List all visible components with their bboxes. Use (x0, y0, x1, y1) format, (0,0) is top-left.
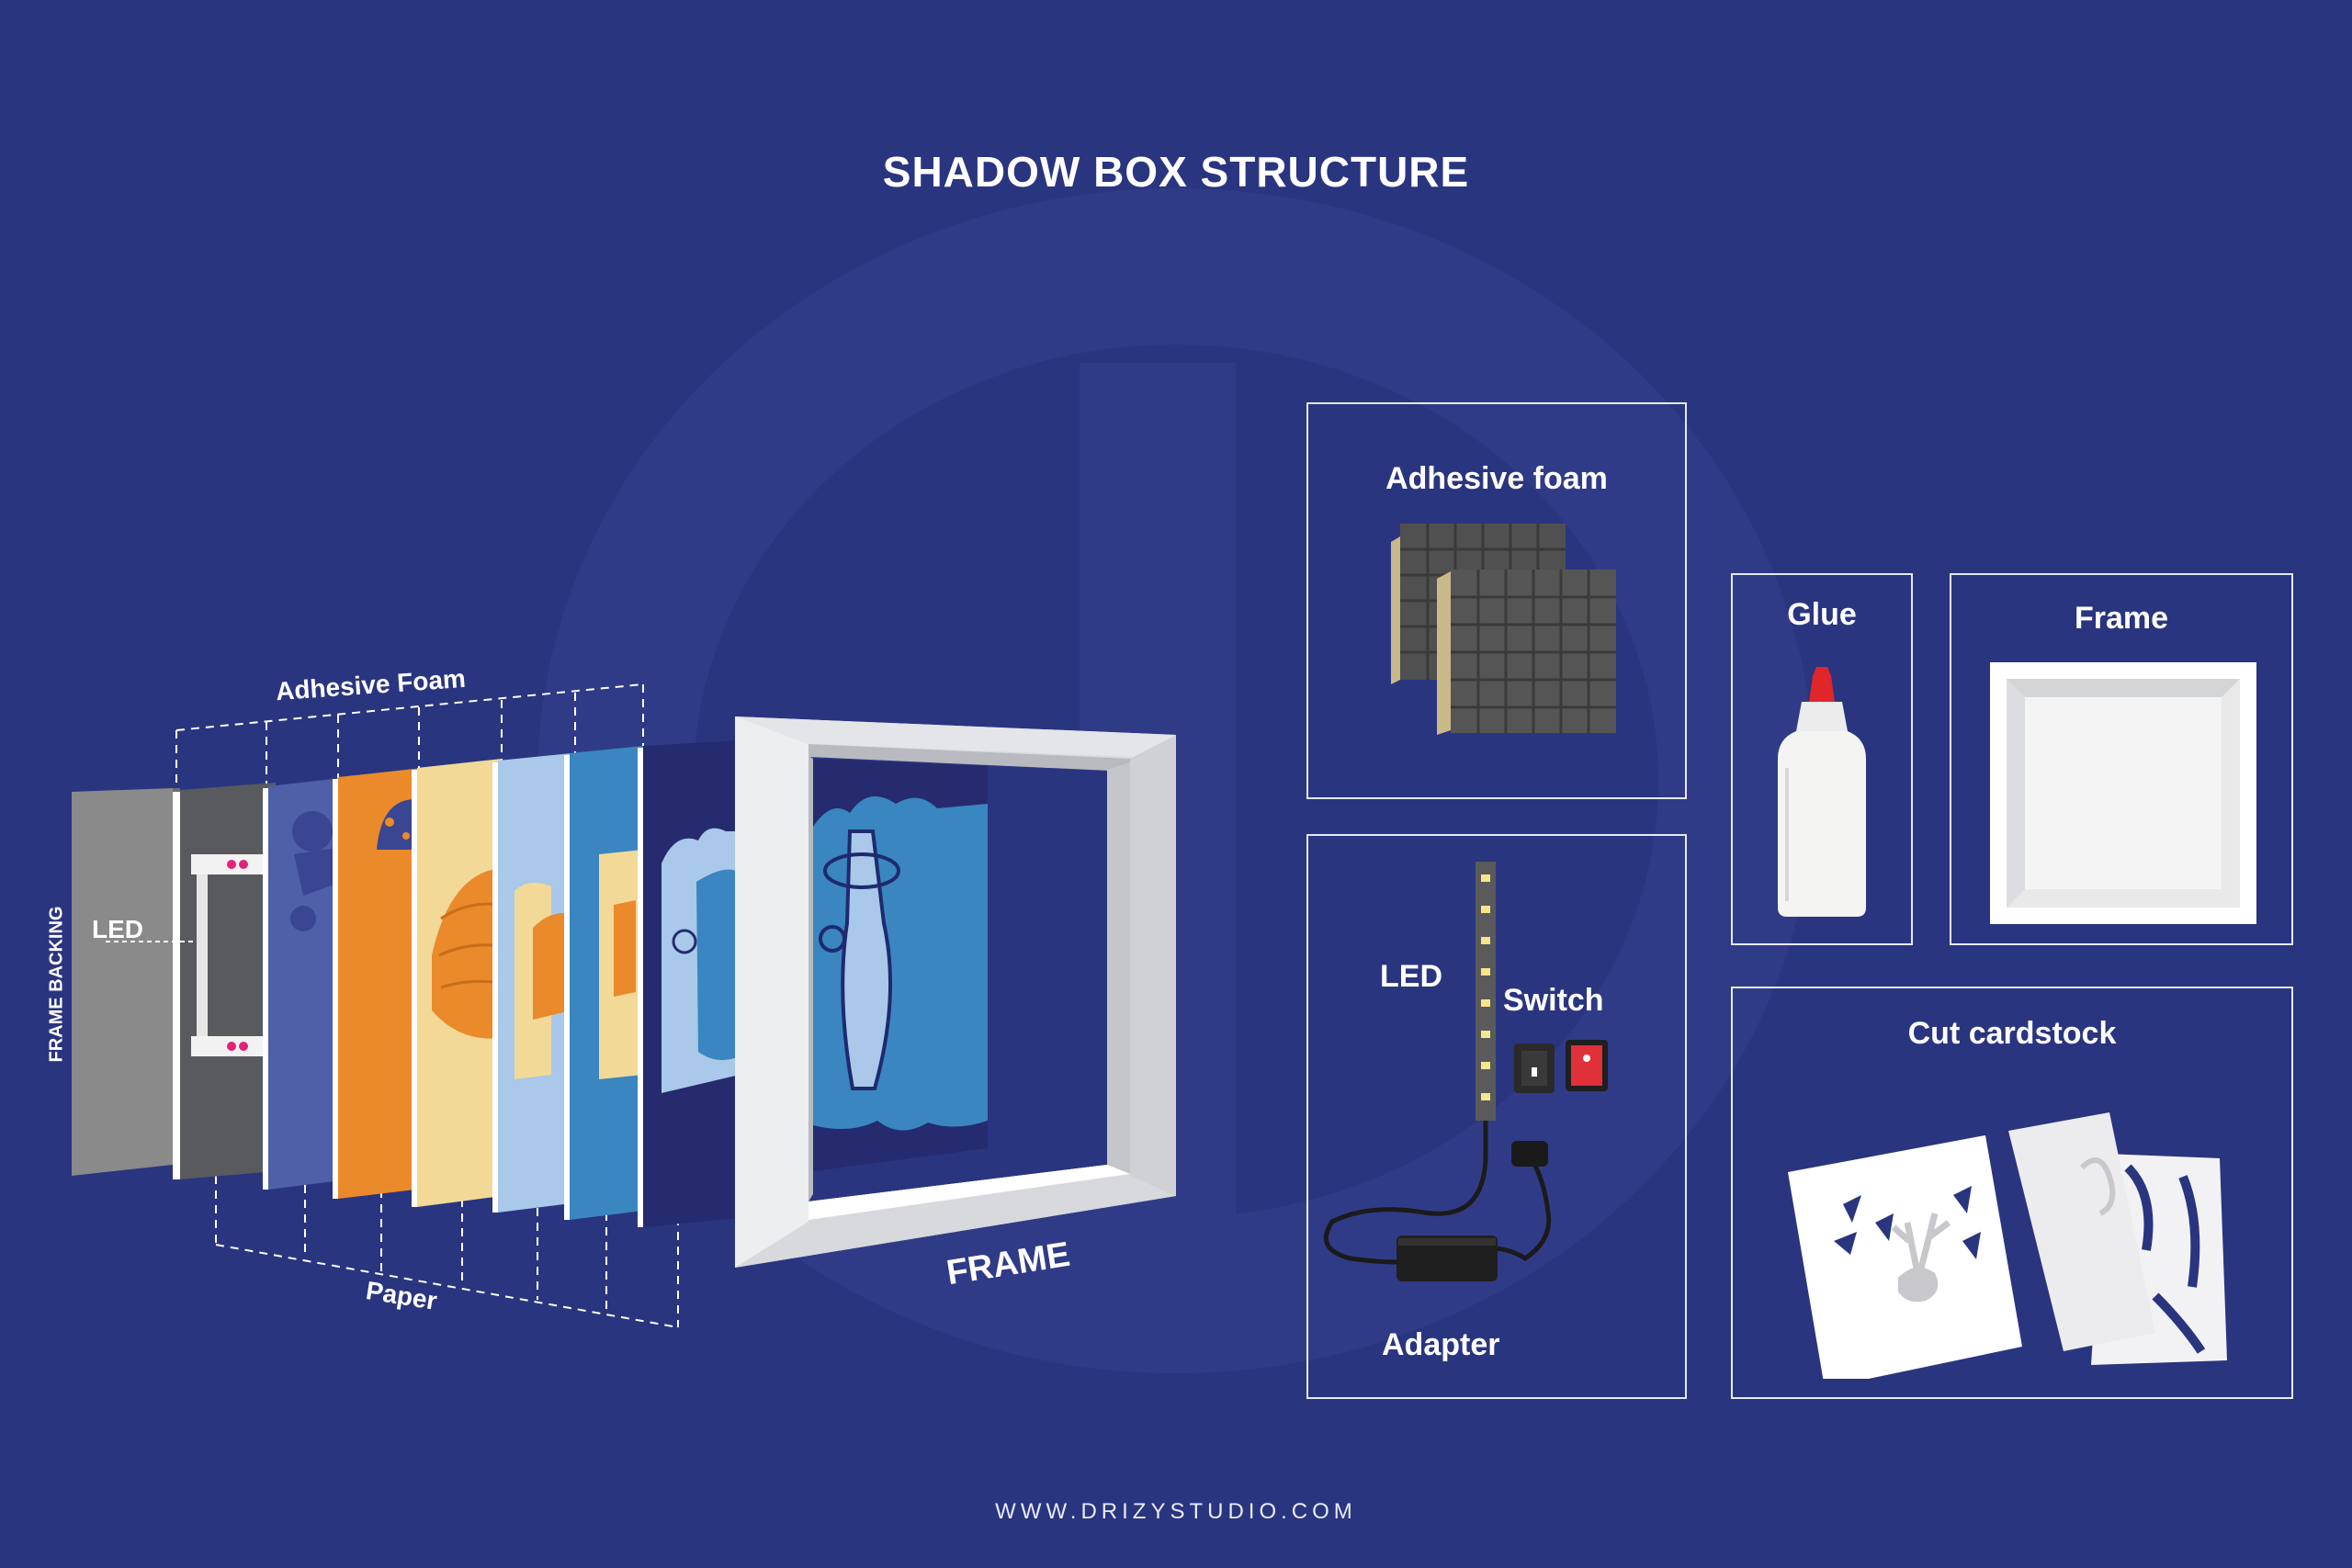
led-diagram-label: LED (92, 915, 143, 943)
glue-bottle-icon (1778, 667, 1866, 917)
paper-layer-4 (492, 753, 571, 1213)
frame-panel: Frame (1950, 573, 2293, 945)
page-title: SHADOW BOX STRUCTURE (882, 148, 1470, 196)
paper-layer-1 (263, 777, 349, 1190)
switch-icon (1514, 1040, 1608, 1093)
led-layer (173, 783, 276, 1179)
paper-layer-2 (333, 768, 423, 1199)
cut-cardstock-icon (1788, 1112, 2227, 1379)
cut-cardstock-panel-title: Cut cardstock (1907, 1016, 2117, 1051)
paper-layer-6 (638, 740, 740, 1227)
led-strip-icon (1476, 862, 1496, 1137)
frame-panel-title: Frame (2074, 601, 2169, 636)
frame-inner-art (813, 759, 988, 1171)
adhesive-foam-panel: Adhesive foam (1306, 402, 1687, 799)
exploded-layer-diagram (72, 683, 1176, 1328)
electronics-panel: LED Switch Adapter (1306, 834, 1687, 1399)
adapter-component-label: Adapter (1382, 1327, 1500, 1362)
led-component-label: LED (1380, 959, 1442, 994)
frame-border (735, 716, 1176, 1268)
frame-backing-label: FRAME BACKING (46, 906, 67, 1063)
paper-layer-3 (412, 759, 503, 1207)
switch-component-label: Switch (1503, 983, 1604, 1018)
adhesive-foam-icon (1391, 524, 1616, 735)
frame-icon (1990, 662, 2256, 924)
glue-panel-title: Glue (1787, 597, 1857, 632)
glue-panel: Glue (1731, 573, 1913, 945)
adhesive-foam-panel-title: Adhesive foam (1385, 461, 1608, 496)
website-url: WWW.DRIZYSTUDIO.COM (995, 1499, 1357, 1524)
cut-cardstock-panel: Cut cardstock (1731, 987, 2293, 1399)
frame-backing-layer (72, 788, 180, 1176)
adapter-cable-icon (1323, 1121, 1552, 1281)
paper-guides (215, 1176, 679, 1328)
paper-layer-5 (564, 746, 643, 1220)
